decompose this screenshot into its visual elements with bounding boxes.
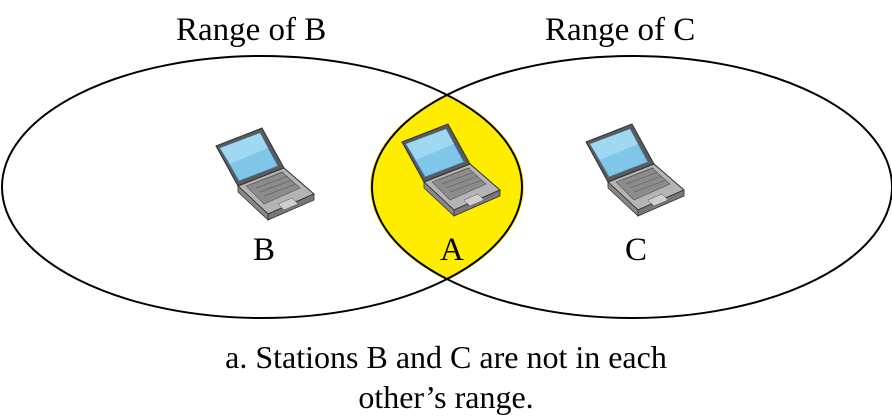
- laptop-icon: [215, 127, 315, 221]
- range-b-label: Range of B: [176, 12, 327, 48]
- caption-line-2: other’s range.: [358, 379, 534, 415]
- station-a-label: A: [440, 232, 464, 268]
- range-c-label: Range of C: [545, 12, 696, 48]
- caption-line-1: a. Stations B and C are not in each: [225, 339, 667, 375]
- station-b-label: B: [253, 232, 276, 268]
- range-b-ellipse: [1, 55, 523, 319]
- laptop-icon: [585, 123, 685, 217]
- station-c-label: C: [625, 232, 648, 268]
- range-c-ellipse: [371, 55, 892, 319]
